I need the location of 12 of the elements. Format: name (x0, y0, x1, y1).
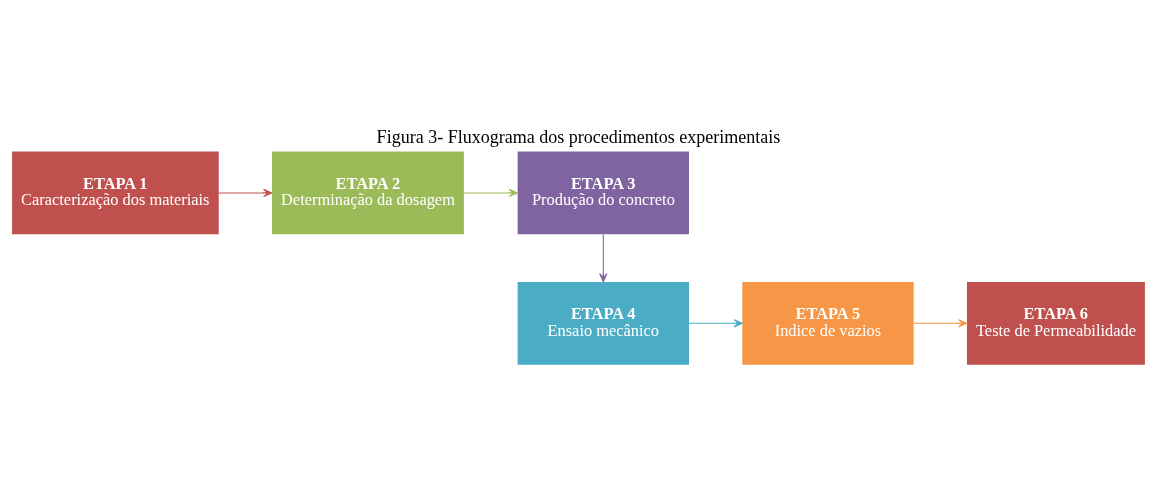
node-box: ETAPA 1 Caracterização dos materiais (12, 151, 219, 234)
arrow (913, 318, 968, 328)
node-box: ETAPA 2 Determinação da dosagem (272, 151, 464, 234)
arrow (463, 188, 518, 197)
node-box: ETAPA 3 Produção do concreto (517, 151, 689, 234)
arrow (599, 233, 608, 282)
arrow (688, 318, 743, 328)
diagram-title: Figura 3- Fluxograma dos procedimentos experimentais (376, 126, 781, 147)
node-box: ETAPA 6 Teste de Permeabilidade (967, 281, 1145, 365)
node-box: ETAPA 5 Indice de vazios (742, 281, 914, 365)
arrow (218, 188, 273, 197)
node-box: ETAPA 4 Ensaio mecânico (517, 281, 689, 365)
